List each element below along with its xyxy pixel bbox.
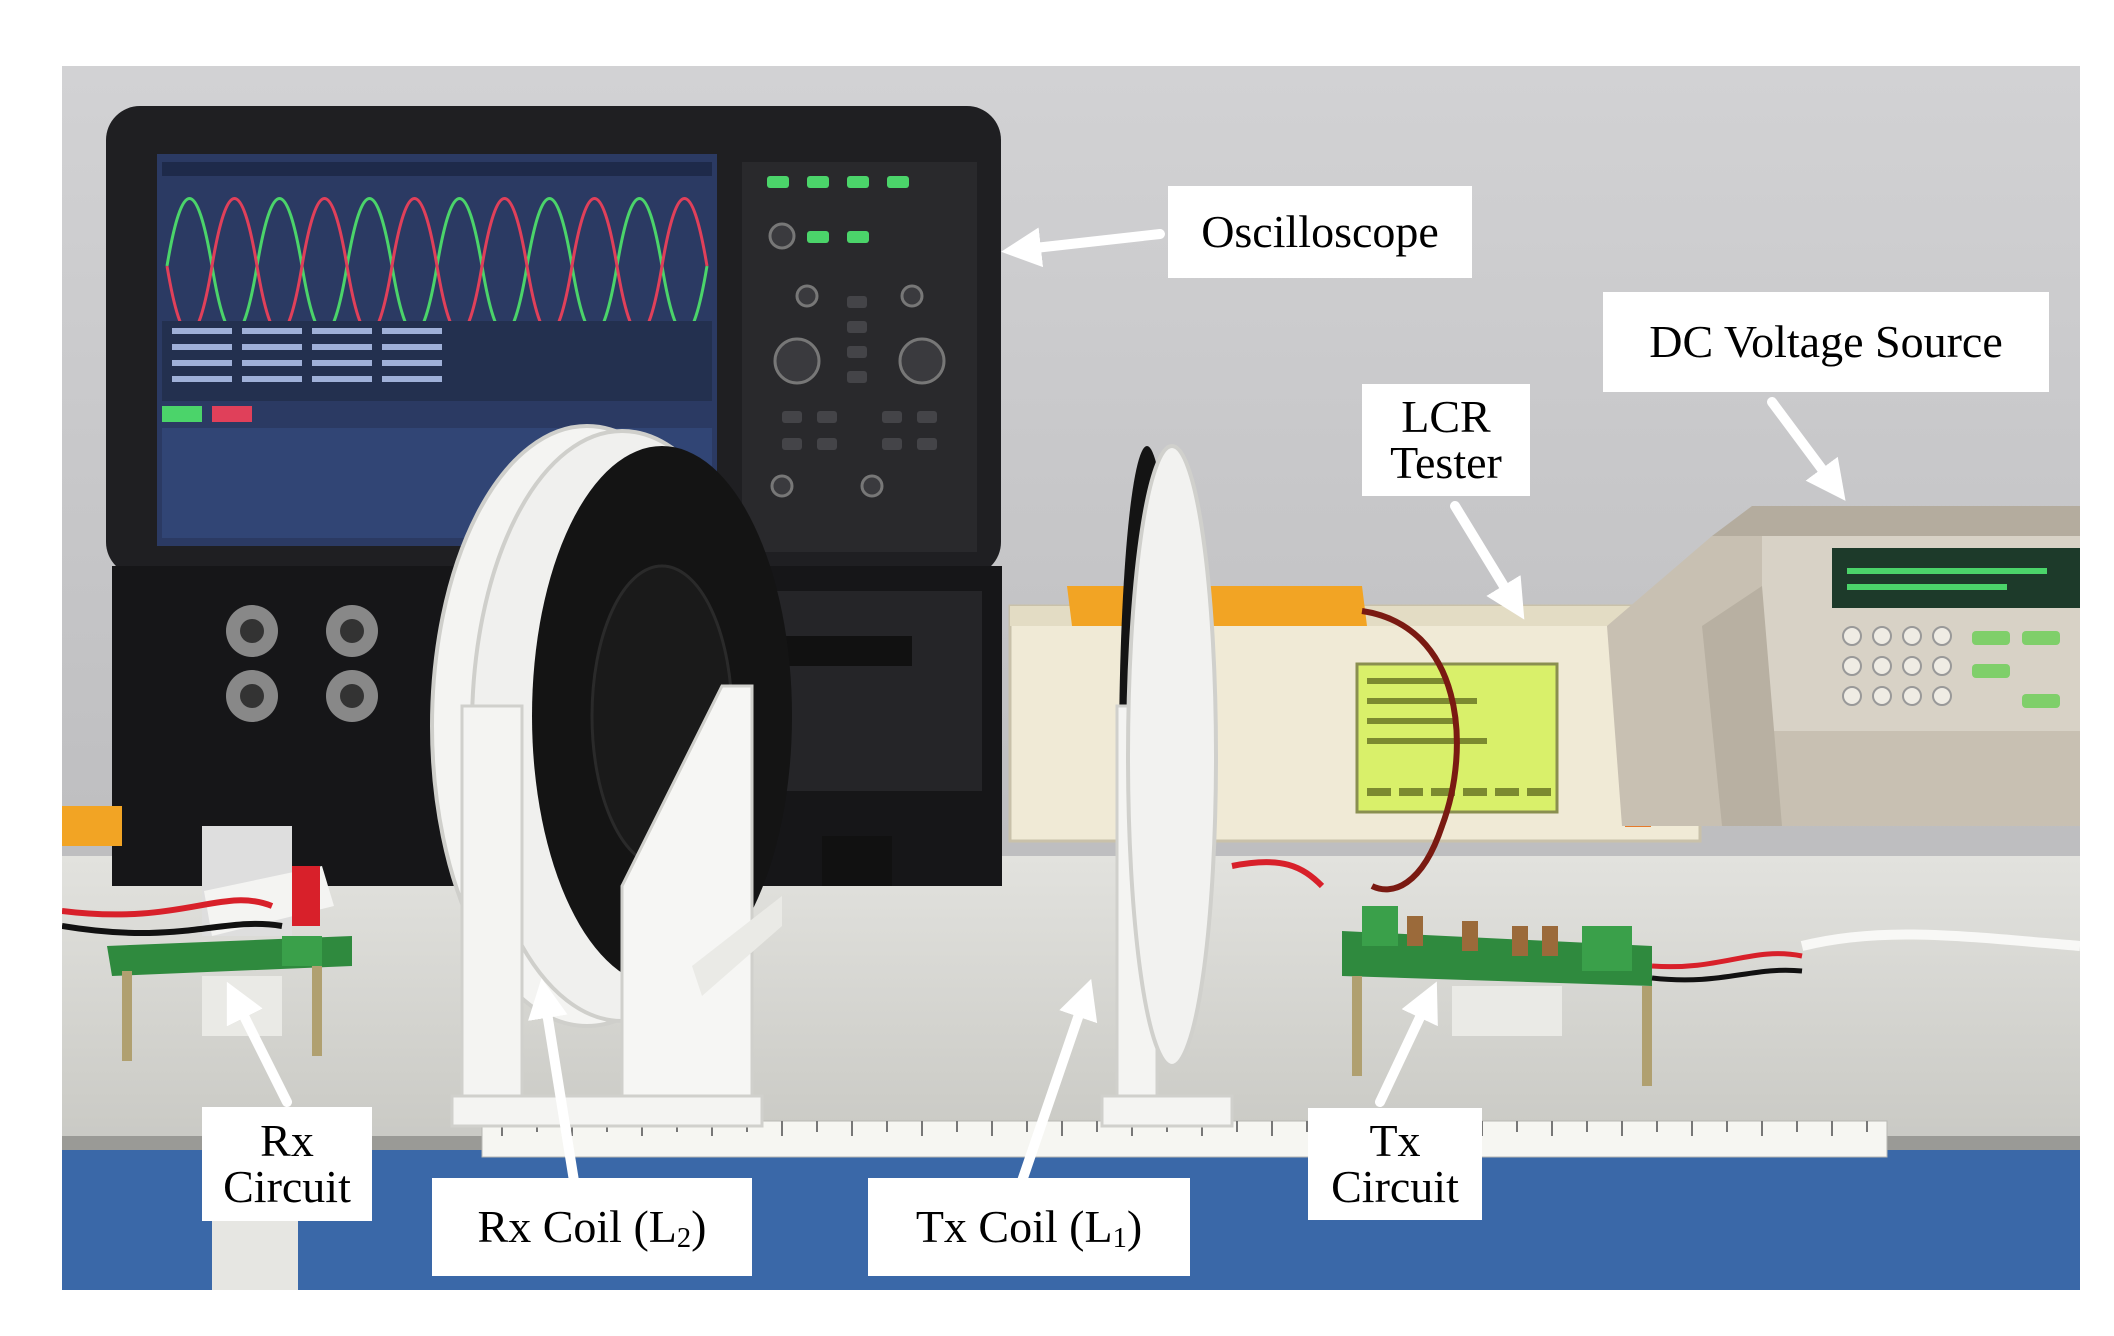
dc-display xyxy=(1832,548,2080,608)
label-tx-circuit-line1: Tx xyxy=(1369,1115,1421,1166)
white-arrow-icon xyxy=(226,227,1846,1186)
dc-voltage-source xyxy=(1607,506,2080,826)
label-tx-coil-main: Tx Coil (L xyxy=(915,1201,1113,1252)
label-rx-circuit-line1: Rx xyxy=(260,1115,314,1166)
arrow-dc-source xyxy=(1767,397,1846,501)
tx-circuit-board xyxy=(1231,859,2080,1086)
arrow-rx-coil xyxy=(528,978,579,1186)
label-lcr-tester: LCR Tester xyxy=(1362,384,1530,496)
label-oscilloscope: Oscilloscope xyxy=(1168,186,1472,278)
label-rx-circuit: Rx Circuit xyxy=(202,1107,372,1221)
label-lcr-line1: LCR xyxy=(1401,391,1491,442)
bench-top xyxy=(62,856,2080,1146)
label-tx-circuit: Tx Circuit xyxy=(1308,1108,1482,1220)
label-tx-circuit-line2: Circuit xyxy=(1331,1161,1459,1212)
label-tx-coil: Tx Coil (L1) xyxy=(868,1178,1190,1276)
arrow-oscilloscope xyxy=(1001,227,1165,268)
arrow-lcr xyxy=(1450,501,1525,620)
bnc-connectors xyxy=(226,605,378,722)
label-rx-coil: Rx Coil (L2) xyxy=(432,1178,752,1276)
label-rx-coil-main: Rx Coil (L xyxy=(477,1201,677,1252)
label-rx-circuit-line2: Circuit xyxy=(223,1161,351,1212)
arrow-rx-circuit xyxy=(226,981,292,1107)
label-oscilloscope-text: Oscilloscope xyxy=(1201,206,1439,257)
label-tx-coil-end: ) xyxy=(1126,1201,1143,1252)
arrow-tx-circuit xyxy=(1375,981,1438,1107)
tx-coil xyxy=(1100,444,1234,1128)
rx-circuit-board xyxy=(62,806,352,1061)
label-lcr-line2: Tester xyxy=(1390,437,1502,488)
label-tx-coil-sub: 1 xyxy=(1112,1223,1127,1255)
arrow-tx-coil xyxy=(1017,978,1098,1186)
lab-setup-photo xyxy=(62,66,2080,1290)
label-rx-coil-end: ) xyxy=(691,1201,707,1252)
label-tx-coil-text: Tx Coil (L1) xyxy=(915,1201,1143,1253)
label-dc-voltage-source-text: DC Voltage Source xyxy=(1649,316,2003,367)
rx-coil xyxy=(430,424,792,1128)
trace-red xyxy=(165,197,709,335)
label-rx-coil-sub: 2 xyxy=(676,1223,692,1255)
label-dc-voltage-source: DC Voltage Source xyxy=(1603,292,2049,392)
label-rx-coil-text: Rx Coil (L2) xyxy=(477,1201,707,1253)
